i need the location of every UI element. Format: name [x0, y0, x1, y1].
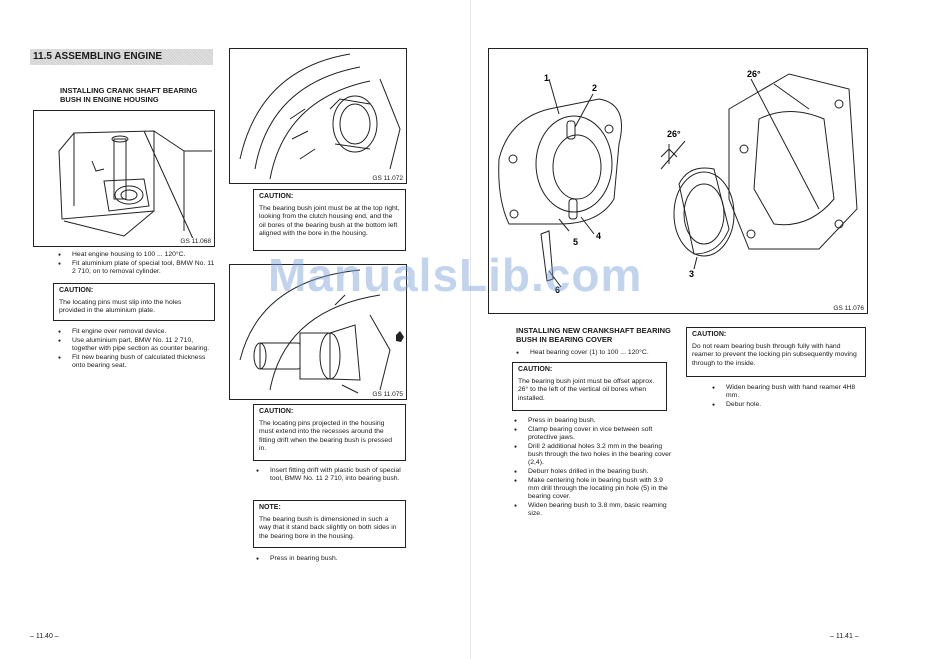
- tool-detail-icon: [396, 331, 404, 342]
- section-title: 11.5 ASSEMBLING ENGINE: [30, 49, 213, 65]
- bullet-list-heat-cover: Heat bearing cover (1) to 100 ... 120°C.: [516, 349, 676, 358]
- list-item: Clamp bearing cover in vice between soft…: [514, 426, 672, 442]
- figure-label: GS 11.076: [832, 305, 865, 312]
- figure-engine-housing: GS 11.068: [33, 110, 215, 247]
- list-item: Fit aluminium plate of special tool, BMW…: [58, 260, 218, 276]
- bearing-cover-drawing: 1 2 26° 26° 4 5 6 3: [498, 69, 858, 295]
- caution-box-bush-joint: CAUTION: The bearing bush joint must be …: [253, 189, 406, 251]
- bearing-bush-joint-drawing: [239, 53, 401, 180]
- bullet-list-insert-drift: Insert fitting drift with plastic bush o…: [256, 467, 408, 484]
- list-item: Fit new bearing bush of calculated thick…: [58, 354, 218, 370]
- callout-2: 2: [592, 83, 597, 93]
- figure-bearing-bush-joint: GS 11.072: [229, 48, 407, 184]
- caution-heading: CAUTION:: [259, 408, 294, 415]
- note-text: The bearing bush is dimensioned in such …: [259, 516, 397, 540]
- caution-heading: CAUTION:: [518, 366, 553, 373]
- list-item: Deburr holes drilled in the bearing bush…: [514, 468, 672, 476]
- callout-1: 1: [544, 73, 549, 83]
- callout-5: 5: [573, 237, 578, 247]
- subheading-bearing-cover: INSTALLING NEW CRANKSHAFT BEARING BUSH I…: [516, 326, 671, 344]
- list-item: Insert fitting drift with plastic bush o…: [256, 467, 408, 483]
- list-item: Press in bearing bush.: [256, 555, 408, 563]
- callout-4: 4: [596, 231, 601, 241]
- figure-label: GS 11.075: [371, 391, 404, 398]
- list-item: Heat engine housing to 100 ... 120°C.: [58, 251, 218, 259]
- caution-box-offset: CAUTION: The bearing bush joint must be …: [512, 362, 667, 411]
- list-item: Make centering hole in bearing bush with…: [514, 477, 672, 501]
- list-item: Widen bearing bush to 3.8 mm, basic ream…: [514, 502, 672, 518]
- caution-text: The bearing bush joint must be offset ap…: [518, 378, 655, 402]
- subheading-engine-housing: INSTALLING CRANK SHAFT BEARING BUSH IN E…: [60, 86, 198, 104]
- bullet-list-press-in: Press in bearing bush.: [256, 555, 408, 564]
- caution-box-locating-pins: CAUTION: The locating pins must slip int…: [53, 283, 215, 321]
- caution-heading: CAUTION:: [692, 331, 727, 338]
- figure-fitting-drift: GS 11.075: [229, 264, 407, 400]
- caution-box-reamer: CAUTION: Do not ream bearing bush throug…: [686, 327, 866, 377]
- note-heading: NOTE:: [259, 504, 281, 511]
- list-item: Heat bearing cover (1) to 100 ... 120°C.: [516, 349, 676, 357]
- engine-housing-drawing: [58, 130, 212, 242]
- caution-text: The bearing bush joint must be at the to…: [259, 205, 400, 237]
- bullet-list-widen: Widen bearing bush with hand reamer 4H8 …: [712, 384, 870, 410]
- caution-text: The locating pins must slip into the hol…: [59, 299, 182, 315]
- list-item: Use aluminium part, BMW No. 11 2 710, to…: [58, 337, 218, 353]
- figure-label: GS 11.068: [179, 238, 212, 245]
- figure-bearing-cover: 1 2 26° 26° 4 5 6 3 GS 11.076: [488, 48, 868, 314]
- bullet-list-fit-engine: Fit engine over removal device. Use alum…: [58, 328, 218, 371]
- callout-26-degrees-left: 26°: [667, 129, 681, 139]
- note-box: NOTE: The bearing bush is dimensioned in…: [253, 500, 406, 548]
- watermark: ManualsLib.com: [268, 249, 643, 301]
- callout-6: 6: [555, 285, 560, 295]
- page-number-right: – 11.41 –: [830, 633, 859, 640]
- list-item: Press in bearing bush.: [514, 417, 672, 425]
- caution-heading: CAUTION:: [59, 287, 94, 294]
- caution-text: Do not ream bearing bush through fully w…: [692, 343, 857, 367]
- list-item: Debur hole.: [712, 401, 870, 409]
- page-gutter: [470, 0, 471, 659]
- callout-3: 3: [689, 269, 694, 279]
- fitting-drift-drawing: [239, 269, 404, 394]
- list-item: Drill 2 additional holes 3.2 mm in the b…: [514, 443, 672, 467]
- bullet-list-drilling: Press in bearing bush. Clamp bearing cov…: [514, 417, 672, 519]
- caution-box-locating-pins-drift: CAUTION: The locating pins projected in …: [253, 404, 406, 461]
- caution-heading: CAUTION:: [259, 193, 294, 200]
- list-item: Widen bearing bush with hand reamer 4H8 …: [712, 384, 870, 400]
- list-item: Fit engine over removal device.: [58, 328, 218, 336]
- caution-text: The locating pins projected in the housi…: [259, 420, 392, 452]
- page-number-left: – 11.40 –: [30, 633, 59, 640]
- figure-label: GS 11.072: [371, 175, 404, 182]
- bullet-list-heat-housing: Heat engine housing to 100 ... 120°C. Fi…: [58, 251, 218, 277]
- callout-26-degrees-top: 26°: [747, 69, 761, 79]
